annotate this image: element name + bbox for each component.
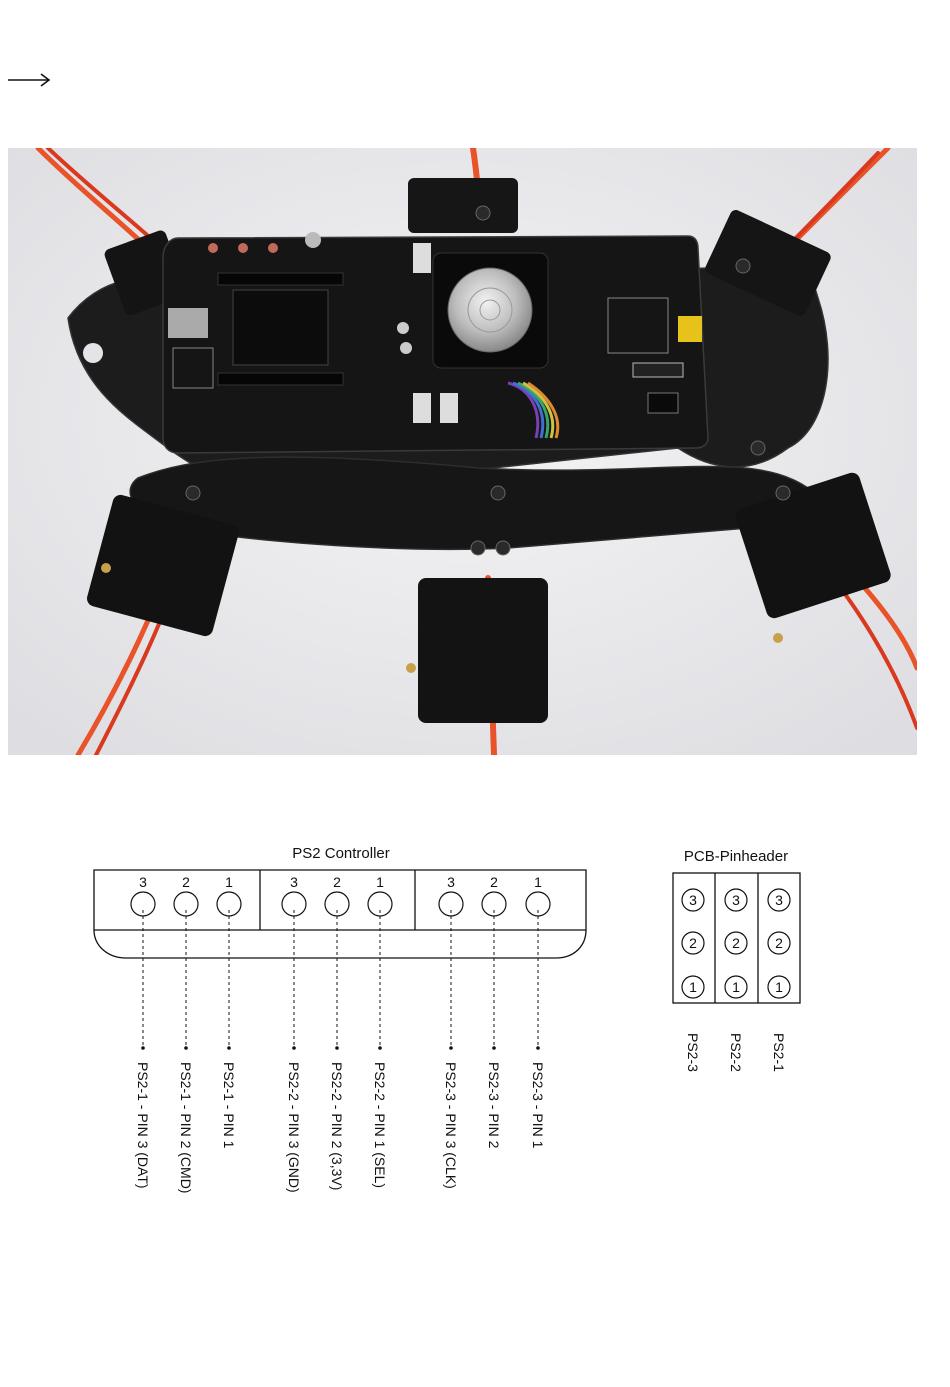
pinheader-pins: 3 2 1 3 2 1 3 2 1 [682,889,790,998]
controller-pin-label: PS2-2 - PIN 3 (GND) [286,1062,302,1193]
pinheader-pin-number: 2 [732,935,740,951]
controller-pin-label: PS2-2 - PIN 1 (SEL) [372,1062,388,1188]
controller-pin-number: 2 [333,874,341,890]
pin-wire-end [335,1046,339,1050]
pinheader-pin-number: 2 [689,935,697,951]
pinheader-labels: PS2-3 PS2-2 PS2-1 [685,1033,787,1072]
pinheader-column-label: PS2-3 [685,1033,701,1072]
pin-wire-end [292,1046,296,1050]
pin-wire-end [141,1046,145,1050]
pinheader-column-label: PS2-1 [771,1033,787,1072]
controller-pin-label: PS2-1 - PIN 3 (DAT) [135,1062,151,1189]
controller-pin-lines [141,910,540,1050]
controller-pin-number: 1 [225,874,233,890]
pinheader-pin-number: 3 [775,892,783,908]
right-arrow-icon [8,64,52,94]
pin-wire-end [492,1046,496,1050]
controller-pin-label: PS2-1 - PIN 2 (CMD) [178,1062,194,1193]
pinheader-title: PCB-Pinheader [684,848,788,865]
pin-wire-end [449,1046,453,1050]
pinheader-column-label: PS2-2 [728,1033,744,1072]
pin-wire-end [227,1046,231,1050]
controller-title: PS2 Controller [292,845,390,862]
wiring-diagram: PS2 Controller 3 2 1 3 2 1 3 2 1 PS2-1 - PIN 3 (… [0,830,950,1250]
controller-pin-number: 3 [139,874,147,890]
pinheader-pin-number: 2 [775,935,783,951]
controller-pin-number: 1 [534,874,542,890]
pinheader-pin-number: 1 [732,979,740,995]
pinheader-pin-number: 3 [689,892,697,908]
controller-pins: 3 2 1 3 2 1 3 2 1 [131,874,550,916]
pinheader-pin-number: 1 [689,979,697,995]
controller-pin-label: PS2-3 - PIN 1 [530,1062,546,1149]
controller-pin-label: PS2-3 - PIN 3 (CLK) [443,1062,459,1189]
controller-pin-number: 3 [447,874,455,890]
controller-pin-number: 3 [290,874,298,890]
hexapod-robot-photo [8,148,917,755]
mount-hole [83,343,103,363]
pinheader-pin-number: 3 [732,892,740,908]
pin-wire-end [378,1046,382,1050]
controller-pin-label: PS2-2 - PIN 2 (3,3V) [329,1062,345,1190]
controller-pin-number: 1 [376,874,384,890]
pinheader-pin-number: 1 [775,979,783,995]
pin-wire-end [184,1046,188,1050]
pcb-board [163,232,708,453]
controller-pin-label: PS2-1 - PIN 1 [221,1062,237,1149]
controller-pin-number: 2 [490,874,498,890]
pin-wire-end [536,1046,540,1050]
controller-pin-labels: PS2-1 - PIN 3 (DAT) PS2-1 - PIN 2 (CMD) PS… [135,1062,546,1193]
controller-pin-number: 2 [182,874,190,890]
controller-pin-label: PS2-3 - PIN 2 [486,1062,502,1149]
